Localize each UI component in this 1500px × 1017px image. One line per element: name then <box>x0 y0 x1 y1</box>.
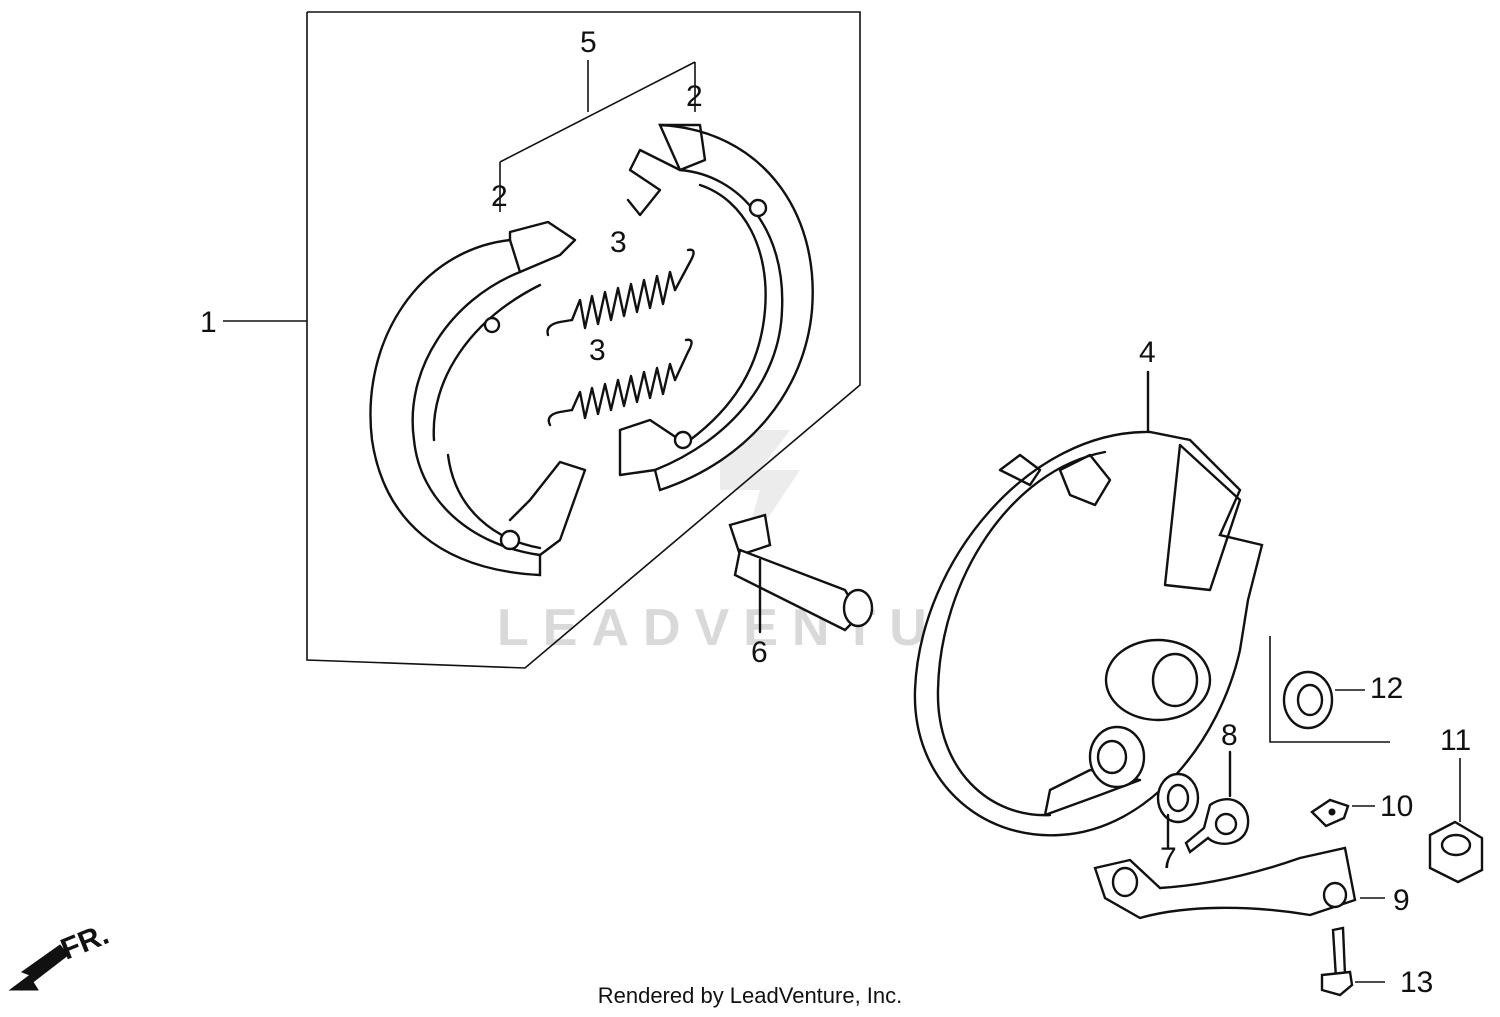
indicator <box>1310 798 1375 828</box>
callout-13: 13 <box>1400 966 1433 999</box>
brake-shoe-left <box>369 220 587 577</box>
brake-arm <box>1093 846 1385 920</box>
callout-6: 6 <box>751 636 768 669</box>
front-direction-label: FR. <box>56 918 113 967</box>
shoe-set-bracket <box>499 60 696 212</box>
nut <box>1428 758 1484 884</box>
brake-panel <box>913 370 1264 837</box>
callout-2-left: 2 <box>491 180 508 213</box>
callout-3-upper: 3 <box>610 226 627 259</box>
brake-cam <box>728 513 874 634</box>
callout-4: 4 <box>1139 336 1156 369</box>
watermark-logo <box>720 430 800 560</box>
callout-10: 10 <box>1380 790 1413 823</box>
brake-shoe-right <box>618 123 814 492</box>
spring-upper <box>546 248 695 337</box>
callout-11: 11 <box>1440 724 1471 757</box>
callout-1: 1 <box>200 306 217 339</box>
callout-7: 7 <box>1160 842 1177 875</box>
wear-indicator <box>1184 750 1250 854</box>
assembly-bracket <box>223 11 861 669</box>
callout-labels: 1 5 2 2 3 3 4 6 7 8 9 10 11 12 13 <box>200 26 1471 999</box>
callout-12: 12 <box>1370 672 1403 705</box>
callout-2-right: 2 <box>686 80 703 113</box>
callout-5: 5 <box>580 26 597 59</box>
front-arrow-icon <box>8 944 69 991</box>
bolt <box>1320 926 1385 997</box>
callout-3-lower: 3 <box>589 334 606 367</box>
washer <box>1269 636 1390 743</box>
credit-text: Rendered by LeadVenture, Inc. <box>597 983 903 1008</box>
callout-8: 8 <box>1221 719 1238 752</box>
seal <box>1156 772 1200 850</box>
callout-9: 9 <box>1393 884 1410 917</box>
spring-lower <box>547 338 693 427</box>
